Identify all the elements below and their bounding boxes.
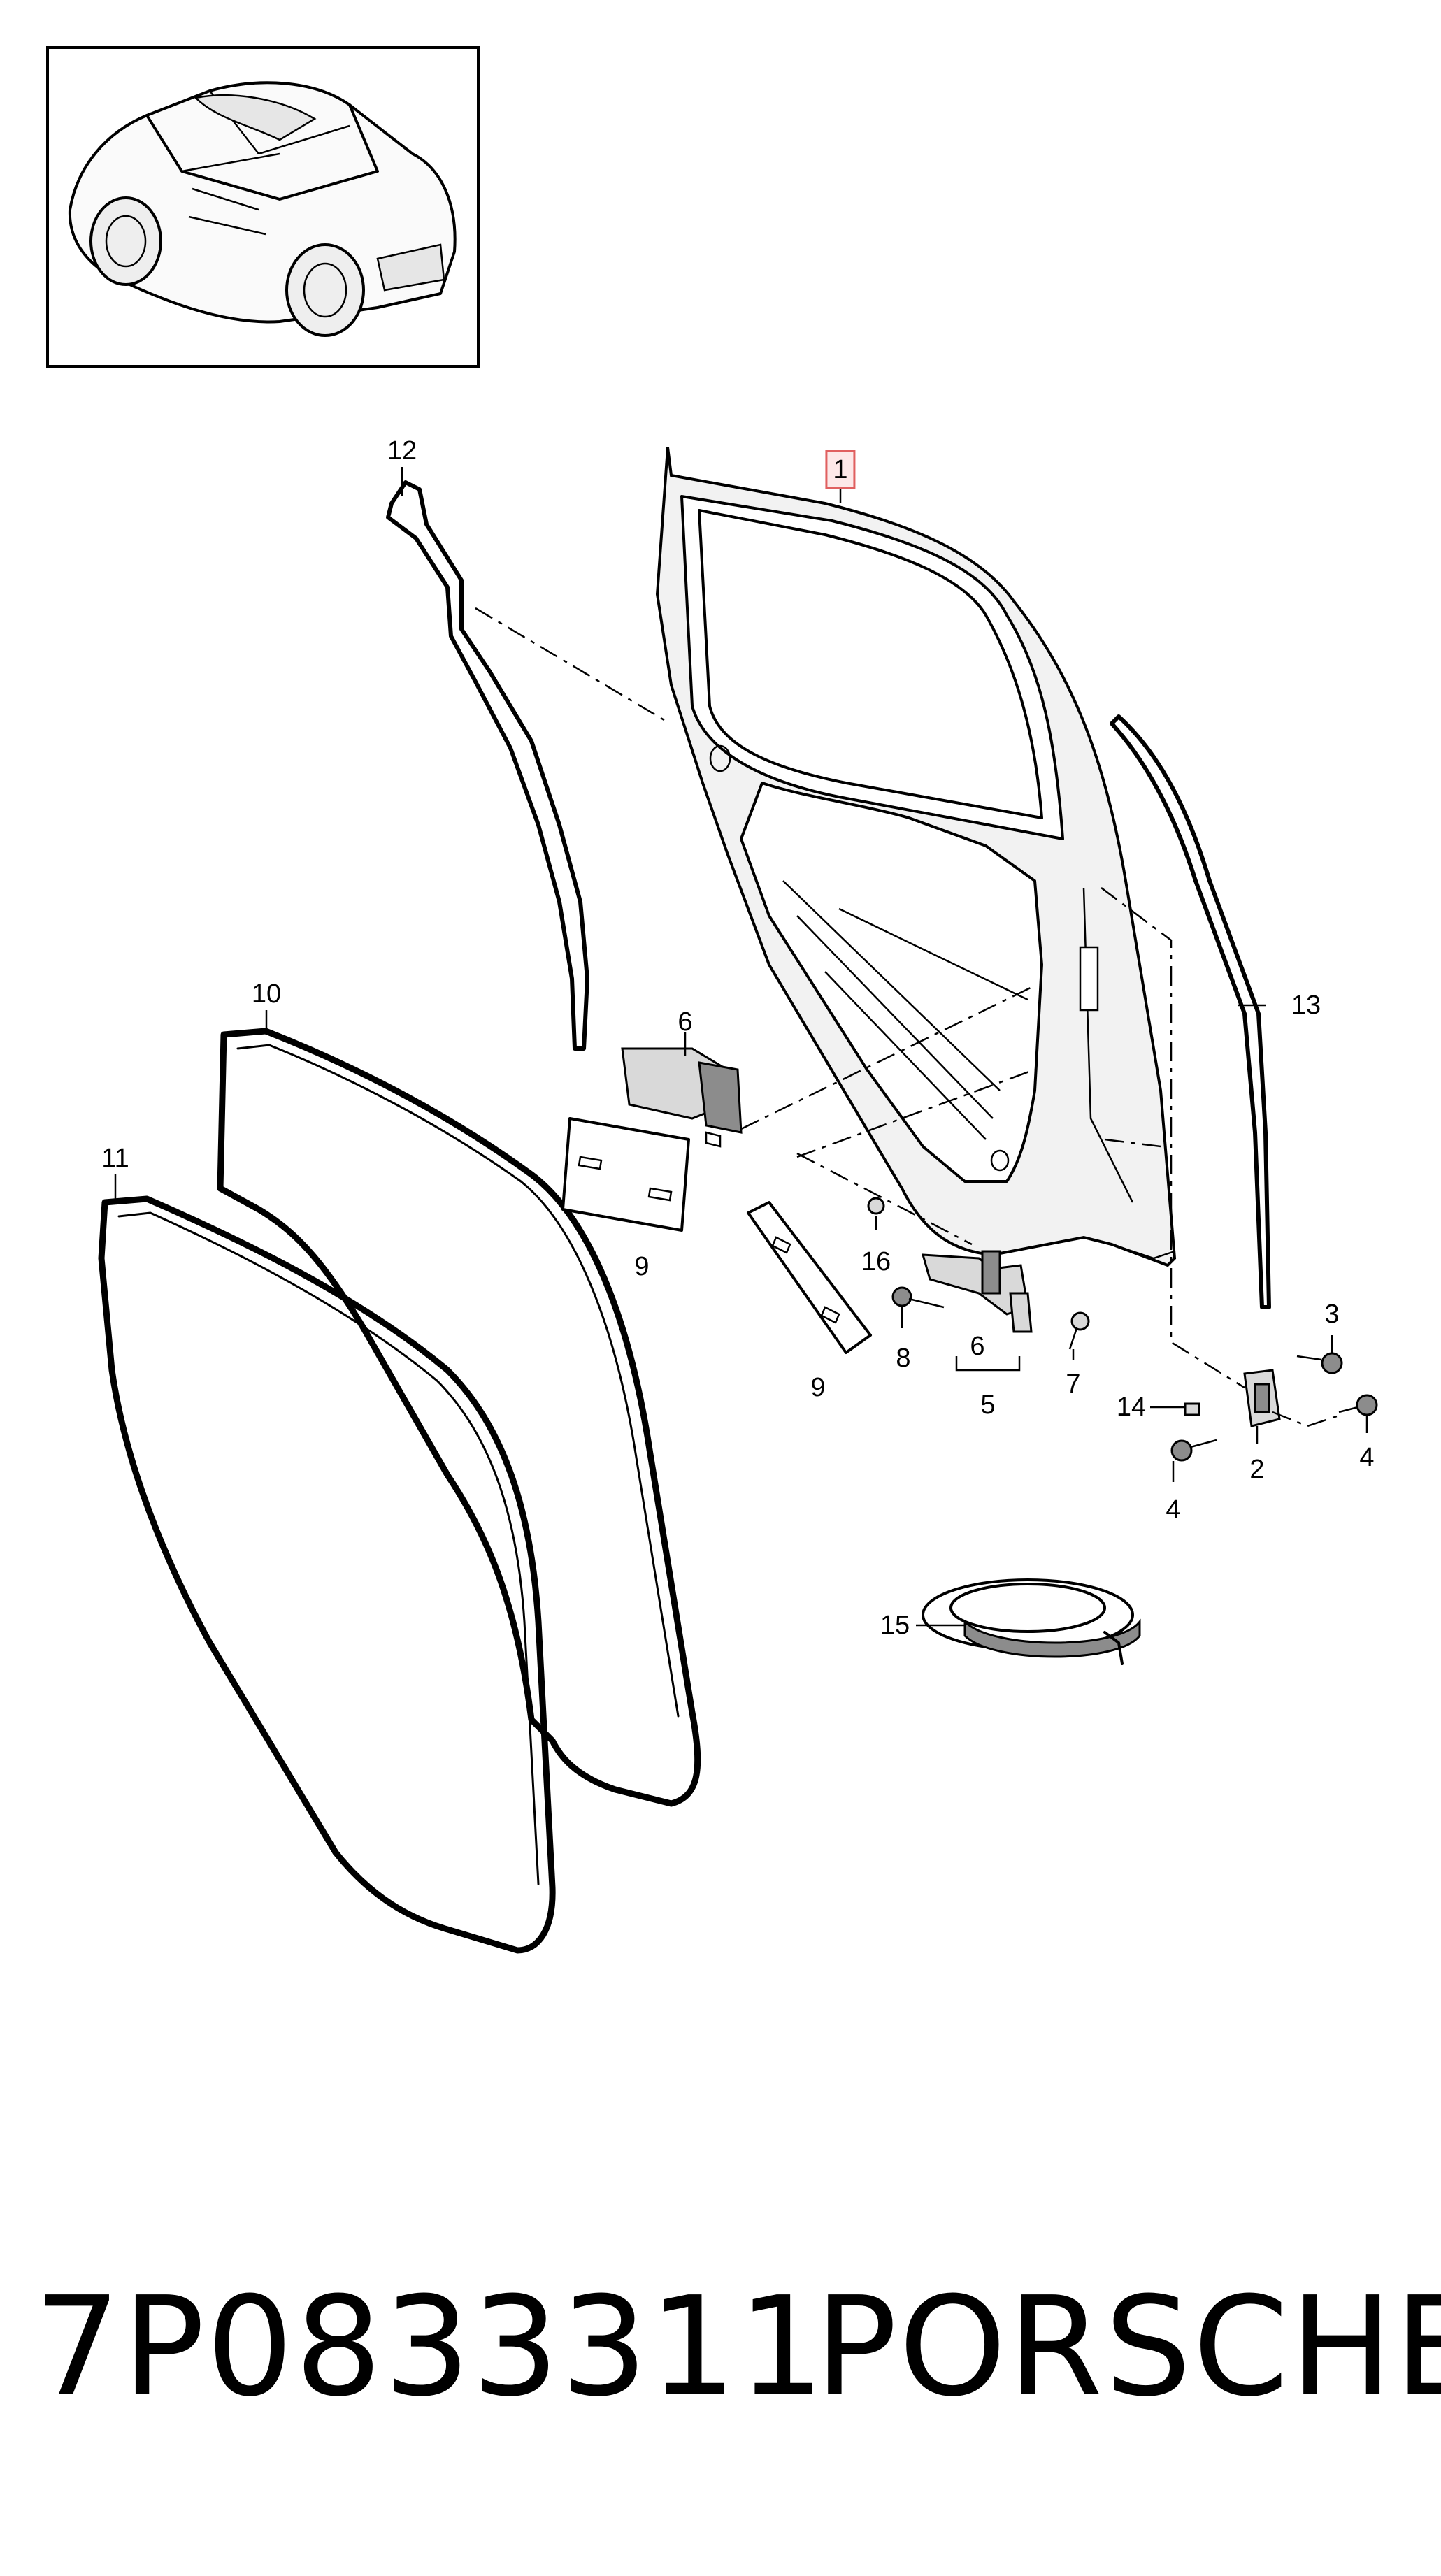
vertical-seal [1110, 714, 1271, 1309]
callout-15: 15 [880, 1611, 910, 1640]
hinge-bracket [1243, 1369, 1281, 1427]
callout-7: 7 [1066, 1369, 1081, 1399]
callout-5: 5 [980, 1390, 996, 1420]
callout-6b: 6 [970, 1332, 985, 1361]
door-shell [655, 447, 1177, 1267]
callout-12: 12 [387, 436, 417, 466]
callout-4b: 4 [1359, 1443, 1375, 1472]
screw-7 [1068, 1311, 1090, 1350]
bolt-4a [1170, 1439, 1217, 1462]
callout-10: 10 [251, 979, 282, 1009]
vehicle-thumbnail [68, 81, 457, 337]
callout-16: 16 [861, 1247, 891, 1276]
cap-14 [1184, 1402, 1200, 1416]
door-seal-outer [217, 1028, 701, 1807]
callout-4a: 4 [1166, 1495, 1181, 1525]
callout-8: 8 [896, 1344, 911, 1373]
bolt-4b [1338, 1394, 1378, 1416]
callout-3: 3 [1324, 1300, 1340, 1329]
callout-14: 14 [1116, 1393, 1147, 1422]
door-seal-inner [98, 1195, 556, 1954]
adhesive-pad-lower [747, 1201, 872, 1354]
brand-name: PORSCHE [815, 2268, 1441, 2427]
part-number: 7P0833311 [34, 2268, 826, 2427]
footer: 7P0833311 PORSCHE [0, 2279, 1441, 2447]
callout-9b: 9 [810, 1373, 826, 1402]
bolt-8 [891, 1286, 945, 1309]
hinge-assembly [921, 1250, 1033, 1333]
clip-16 [867, 1197, 885, 1215]
adhesive-pad-upper [561, 1117, 690, 1232]
callout-13: 13 [1291, 991, 1321, 1020]
callout-6a: 6 [678, 1007, 693, 1037]
callout-9a: 9 [634, 1252, 650, 1281]
exploded-view [98, 447, 1378, 1954]
window-channel-seal [386, 480, 589, 1051]
check-strap-housing [621, 1047, 743, 1148]
bolt-3 [1296, 1352, 1343, 1374]
callout-11: 11 [101, 1144, 129, 1173]
vehicle-thumbnail-frame [46, 46, 480, 368]
callout-1: 1 [825, 450, 856, 489]
callout-2: 2 [1249, 1455, 1265, 1484]
tape-roll [922, 1578, 1141, 1665]
